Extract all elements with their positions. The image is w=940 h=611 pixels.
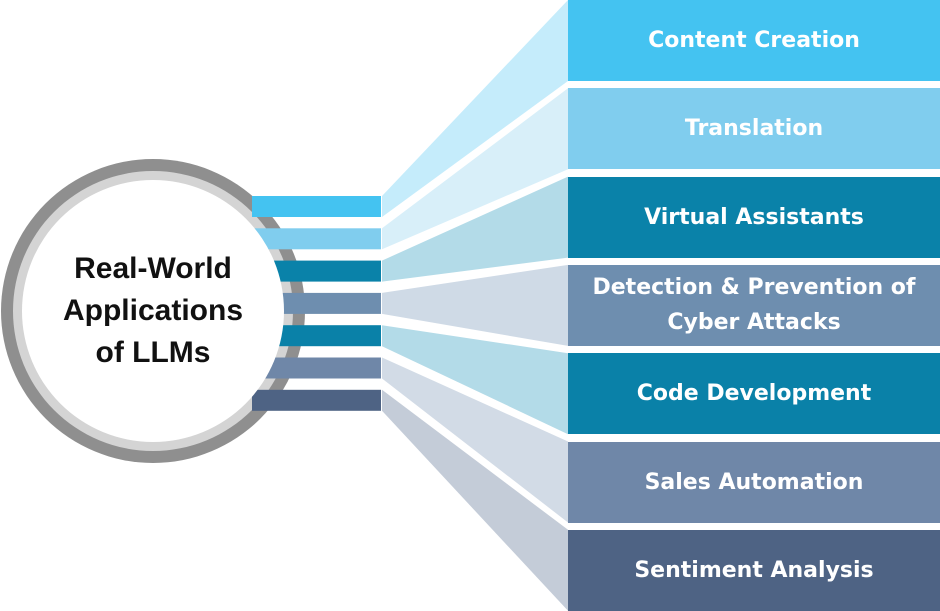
item-translation: Translation — [568, 88, 940, 170]
connector-fan-2 — [382, 176, 568, 282]
item-label: Code Development — [636, 381, 872, 407]
connector-fan-6 — [382, 389, 568, 611]
item-label-line-2: Cyber Attacks — [667, 310, 841, 336]
connector-fan-0 — [382, 0, 568, 217]
center-title: Real-World Applications of LLMs — [43, 248, 263, 374]
connector-stub-3 — [252, 292, 381, 314]
item-label: Translation — [684, 116, 824, 142]
connector-stub-1 — [252, 228, 381, 250]
item-sales-automation: Sales Automation — [568, 441, 940, 523]
connector-stub-0 — [252, 196, 381, 217]
item-label: Sentiment Analysis — [634, 557, 874, 583]
connector-stub-4 — [252, 325, 381, 347]
center-title-line-3: of LLMs — [95, 336, 211, 369]
item-cyber-attacks: Detection & Prevention of Cyber Attacks — [568, 264, 940, 346]
connector-fan-1 — [382, 88, 568, 250]
item-label: Sales Automation — [644, 469, 864, 495]
connector-stub-6 — [252, 389, 381, 411]
item-label: Content Creation — [648, 28, 860, 53]
item-label-line-1: Detection & Prevention of — [592, 275, 916, 301]
item-virtual-assistants: Virtual Assistants — [568, 176, 940, 258]
connector-fan-5 — [382, 357, 568, 523]
center-circle: Real-World Applications of LLMs — [22, 180, 284, 442]
item-code-development: Code Development — [568, 353, 940, 435]
item-sentiment-analysis: Sentiment Analysis — [568, 529, 940, 611]
connector-fan-3 — [382, 264, 568, 346]
connector-stub-5 — [252, 357, 381, 379]
center-title-line-2: Applications — [62, 294, 243, 327]
center-title-line-1: Real-World — [74, 252, 232, 285]
connector-fan-4 — [382, 325, 568, 435]
item-content-creation: Content Creation — [568, 0, 940, 81]
connector-stub-2 — [252, 260, 381, 282]
item-label: Virtual Assistants — [644, 204, 864, 230]
